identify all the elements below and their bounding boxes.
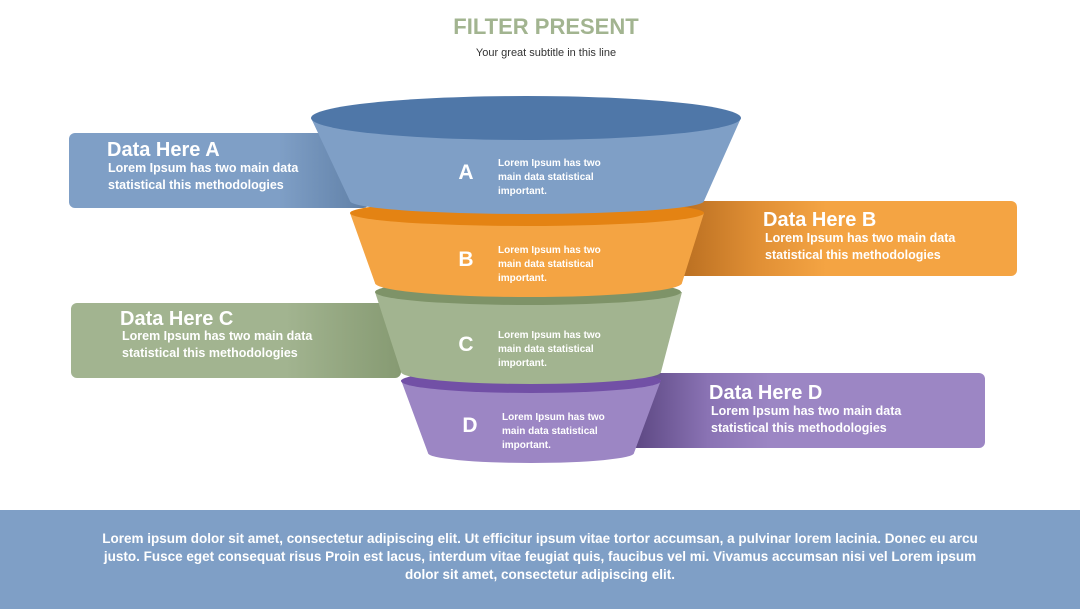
funnel-text-c: Lorem Ipsum has two main data statistica… [498, 330, 601, 369]
card-heading: Data Here C [120, 308, 234, 330]
footer-text: Lorem ipsum dolor sit amet, consectetur … [102, 531, 978, 582]
card-heading: Data Here A [107, 139, 220, 161]
funnel-letter-c: C [458, 333, 474, 356]
card-text: Lorem Ipsum has two main data statistica… [765, 231, 956, 262]
card-data-c: Data Here C Lorem Ipsum has two main dat… [71, 303, 401, 378]
card-data-a: Data Here A Lorem Ipsum has two main dat… [69, 133, 369, 208]
page-title: FILTER PRESENT [453, 14, 639, 39]
funnel-segment-a-top [311, 96, 741, 140]
page-subtitle: Your great subtitle in this line [475, 47, 617, 59]
funnel-letter-a: A [458, 161, 474, 184]
card-data-d: Data Here D Lorem Ipsum has two main dat… [630, 373, 985, 448]
card-text: Lorem Ipsum has two main data statistica… [122, 329, 313, 360]
funnel-segment-a [311, 118, 741, 214]
card-heading: Data Here B [763, 209, 877, 231]
card-text: Lorem Ipsum has two main data statistica… [108, 161, 299, 192]
funnel-letter-b: B [458, 248, 474, 271]
card-heading: Data Here D [709, 382, 823, 404]
footer-band: Lorem ipsum dolor sit amet, consectetur … [0, 510, 1080, 609]
funnel-diagram [311, 96, 741, 463]
funnel-segment-b [350, 213, 704, 298]
funnel-segment-c [375, 292, 682, 384]
funnel-letter-d: D [462, 414, 478, 437]
funnel-text-d: Lorem Ipsum has two main data statistica… [502, 412, 605, 451]
card-text: Lorem Ipsum has two main data statistica… [711, 404, 902, 435]
funnel-text-b: Lorem Ipsum has two main data statistica… [498, 245, 601, 284]
card-data-b: Data Here B Lorem Ipsum has two main dat… [670, 201, 1017, 276]
funnel-text-a: Lorem Ipsum has two main data statistica… [498, 158, 601, 197]
funnel-segment-d [401, 380, 661, 463]
